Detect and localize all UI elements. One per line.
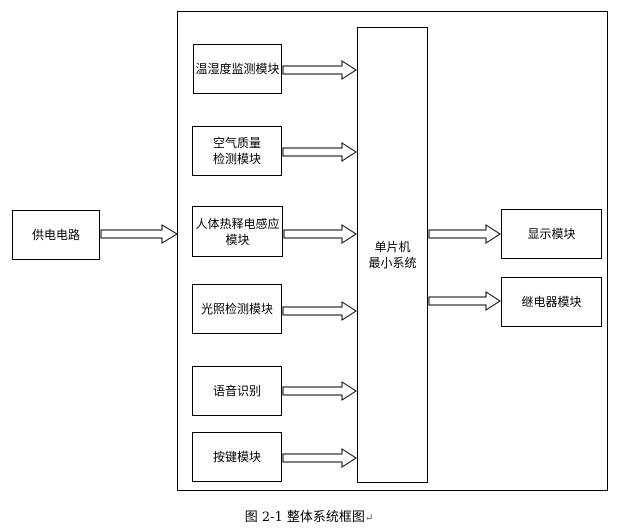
display-block: 显示模块 xyxy=(501,209,602,259)
voice-recognition-label: 语音识别 xyxy=(212,384,261,398)
paragraph-mark-icon: ↵ xyxy=(364,513,374,524)
caption-text: 图 2-1 整体系统框图 xyxy=(244,510,365,525)
relay-label: 继电器模块 xyxy=(521,295,582,309)
arrow-voice-to-mcu xyxy=(282,381,357,401)
keys-label: 按键模块 xyxy=(212,450,261,464)
pir-sensor-label-line2: 模块 xyxy=(225,232,250,247)
arrow-light-to-mcu xyxy=(282,301,357,321)
temp-humidity-label: 温湿度监测模块 xyxy=(195,62,280,76)
mcu-label-line1: 单片机 xyxy=(374,240,411,254)
pir-sensor-block: 人体热释电感应 模块 xyxy=(192,206,283,257)
relay-block: 继电器模块 xyxy=(501,277,602,327)
mcu-block: 单片机 最小系统 xyxy=(357,27,428,483)
power-supply-label: 供电电路 xyxy=(31,228,80,242)
mcu-label-line2: 最小系统 xyxy=(368,256,417,270)
power-supply-block: 供电电路 xyxy=(12,210,100,260)
arrow-keys-to-mcu xyxy=(282,448,357,468)
light-sensor-label: 光照检测模块 xyxy=(200,302,273,316)
voice-recognition-block: 语音识别 xyxy=(192,366,282,416)
system-frame xyxy=(177,11,608,491)
keys-block: 按键模块 xyxy=(192,432,282,482)
pir-sensor-label-line1: 人体热释电感应 xyxy=(195,216,280,231)
arrow-mcu-to-display xyxy=(428,224,501,244)
display-label: 显示模块 xyxy=(527,227,576,241)
arrow-temp-humidity-to-mcu xyxy=(282,60,357,80)
temp-humidity-block: 温湿度监测模块 xyxy=(193,44,282,94)
light-sensor-block: 光照检测模块 xyxy=(192,284,282,334)
arrow-air-quality-to-mcu xyxy=(282,142,357,162)
air-quality-label-line1: 空气质量 xyxy=(212,136,261,150)
arrow-power-to-mcu xyxy=(100,224,178,244)
air-quality-block: 空气质量 检测模块 xyxy=(192,126,282,176)
arrow-mcu-to-relay xyxy=(428,291,501,311)
air-quality-label-line2: 检测模块 xyxy=(212,152,261,166)
figure-caption: 图 2-1 整体系统框图↵ xyxy=(0,506,618,525)
arrow-pir-to-mcu xyxy=(283,224,357,244)
